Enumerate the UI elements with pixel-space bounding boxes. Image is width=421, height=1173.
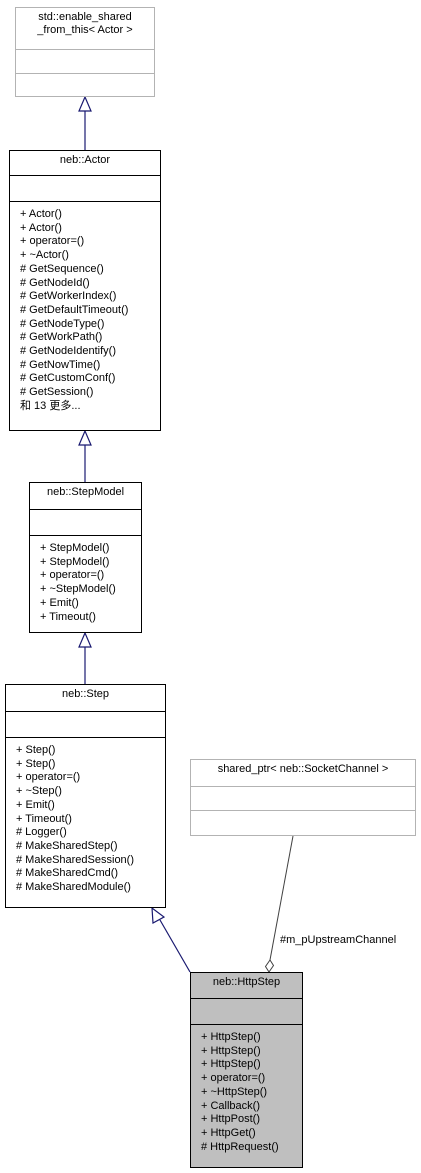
- operation: + operator=(): [201, 1072, 266, 1085]
- operation: + Timeout(): [16, 812, 72, 825]
- operations-section: + StepModel() + StepModel() + operator=(…: [30, 535, 141, 628]
- operation: # HttpRequest(): [201, 1140, 279, 1153]
- operations-section: [191, 810, 415, 811]
- operation: # GetSequence(): [20, 262, 104, 275]
- operation: # MakeSharedCmd(): [16, 867, 119, 880]
- class-actor[interactable]: neb::Actor + Actor() + Actor() + operato…: [9, 150, 161, 431]
- operations-section: [16, 73, 154, 74]
- operation: # GetNowTime(): [20, 358, 101, 371]
- operation: # GetWorkerIndex(): [20, 290, 117, 303]
- operation: + HttpGet(): [201, 1126, 256, 1139]
- operation: + Actor(): [20, 221, 62, 234]
- operation: + ~Actor(): [20, 249, 69, 262]
- class-httpstep[interactable]: neb::HttpStep + HttpStep() + HttpStep() …: [190, 972, 303, 1168]
- operations-section: + Step() + Step() + operator=() + ~Step(…: [6, 737, 165, 899]
- class-title: neb::StepModel: [46, 486, 125, 498]
- operation: + HttpStep(): [201, 1031, 261, 1043]
- edge-httpstep-to-step: [159, 919, 191, 973]
- arrowhead-enable-shared: [78, 95, 92, 112]
- title-line-1: std::enable_shared: [38, 11, 132, 23]
- class-title: neb::Actor: [59, 154, 111, 166]
- operation: # MakeSharedStep(): [16, 839, 118, 852]
- class-enable-shared-from-this[interactable]: std::enable_shared _from_this< Actor >: [15, 7, 155, 97]
- operation: # Logger(): [16, 826, 67, 839]
- attributes-section: [16, 49, 154, 73]
- operation: # GetNodeIdentify(): [20, 345, 116, 358]
- operation: + Step(): [16, 757, 56, 770]
- attributes-section: [10, 175, 160, 201]
- class-title: neb::HttpStep: [212, 976, 281, 988]
- operation: + HttpStep(): [201, 1044, 261, 1057]
- operation: + Emit(): [40, 596, 79, 609]
- operation: + ~HttpStep(): [201, 1085, 268, 1098]
- operation: + operator=(): [40, 569, 105, 582]
- title-line-2: _from_this< Actor >: [37, 24, 133, 36]
- operations-section: + HttpStep() + HttpStep() + HttpStep() +…: [191, 1024, 302, 1158]
- operation: + Emit(): [16, 798, 55, 811]
- operation: # GetSession(): [20, 386, 94, 399]
- operation: + ~Step(): [16, 785, 62, 798]
- operation: # GetDefaultTimeout(): [20, 303, 129, 316]
- class-title: neb::Step: [61, 688, 110, 700]
- operation: + StepModel(): [40, 555, 110, 568]
- operation: # GetNodeType(): [20, 317, 105, 330]
- operation: # GetWorkPath(): [20, 331, 103, 344]
- arrowhead-step: [151, 906, 166, 924]
- attributes-section: [6, 711, 165, 737]
- attributes-section: [191, 998, 302, 1024]
- operation: + HttpStep(): [201, 1058, 261, 1071]
- class-stepmodel[interactable]: neb::StepModel + StepModel() + StepModel…: [29, 482, 142, 633]
- arrowhead-actor: [78, 429, 92, 446]
- class-shared-ptr-socketchannel[interactable]: shared_ptr< neb::SocketChannel >: [190, 759, 416, 836]
- operation: + ~StepModel(): [40, 583, 116, 596]
- operation: # MakeSharedModule(): [16, 881, 131, 894]
- operation: # GetNodeId(): [20, 276, 90, 289]
- operation: # GetCustomConf(): [20, 372, 116, 385]
- class-title: std::enable_shared _from_this< Actor >: [16, 8, 154, 49]
- arrowhead-stepmodel: [78, 631, 92, 648]
- operation: + operator=(): [16, 771, 81, 784]
- operation: + StepModel(): [40, 542, 110, 554]
- attributes-section: [30, 509, 141, 535]
- operation: + Actor(): [20, 208, 62, 220]
- operation: + operator=(): [20, 235, 85, 248]
- operation: + HttpPost(): [201, 1113, 260, 1126]
- association-label: #m_pUpstreamChannel: [280, 934, 397, 946]
- operation: + Callback(): [201, 1099, 260, 1112]
- edge-association-upstream-channel: [269, 835, 294, 961]
- aggregation-diamond: [264, 959, 275, 973]
- operations-section: + Actor() + Actor() + operator=() + ~Act…: [10, 201, 160, 418]
- operation: + Step(): [16, 744, 56, 756]
- operation: + Timeout(): [40, 610, 96, 623]
- class-title: shared_ptr< neb::SocketChannel >: [217, 763, 389, 775]
- class-step[interactable]: neb::Step + Step() + Step() + operator=(…: [5, 684, 166, 908]
- operation-more[interactable]: 和 13 更多...: [20, 399, 81, 412]
- attributes-section: [191, 786, 415, 810]
- operation: # MakeSharedSession(): [16, 853, 135, 866]
